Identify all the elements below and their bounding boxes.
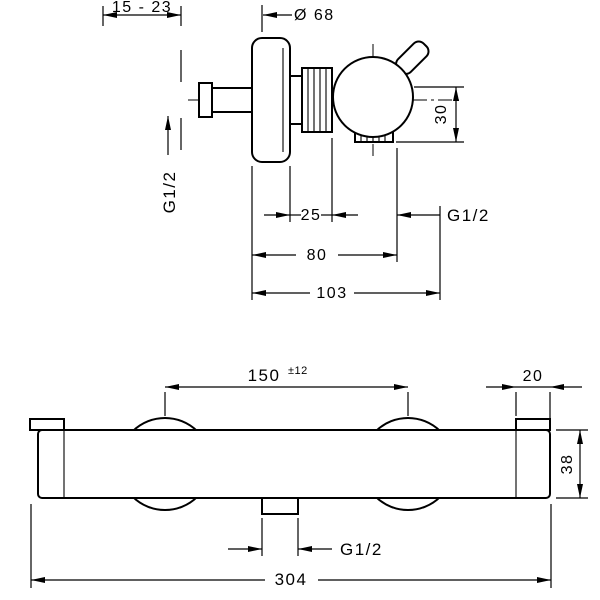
- dim-total-depth: 103: [252, 285, 440, 302]
- front-view-outlet: [261, 497, 299, 515]
- side-view: 15 - 23 Ø 68 30 G1/2: [102, 0, 490, 302]
- front-view-bar: [37, 429, 551, 499]
- dim-outlet-offset: 30: [396, 86, 464, 143]
- front-view-left-cap: [29, 418, 65, 431]
- dim-connection-tolerance-label: ±12: [288, 365, 308, 377]
- dim-bar-height-label: 38: [559, 454, 576, 475]
- side-view-inlet-pipe: [198, 82, 253, 118]
- front-view: 150 ±12 20 38 G1/2: [29, 365, 588, 589]
- side-view-valve-body: [332, 56, 414, 138]
- label-outlet-thread-side: G1/2: [397, 206, 490, 225]
- label-inlet-thread-text: G1/2: [160, 171, 179, 214]
- dim-escutcheon-diameter-label: Ø 68: [294, 7, 335, 24]
- dim-end-cap-width: 20: [486, 368, 582, 426]
- dim-wall-distance: 15 - 23: [102, 0, 182, 150]
- dim-total-depth-label: 103: [316, 285, 347, 302]
- side-view-union-nut: [289, 67, 333, 133]
- side-view-extension-lines: [251, 138, 441, 300]
- label-outlet-thread-front: G1/2: [228, 518, 383, 559]
- label-outlet-thread-side-text: G1/2: [447, 206, 490, 225]
- label-inlet-thread: G1/2: [160, 116, 179, 213]
- dim-escutcheon-diameter: Ø 68: [261, 5, 335, 32]
- dim-wall-to-outlet-label: 80: [307, 247, 328, 264]
- dim-outlet-offset-label: 30: [433, 104, 450, 125]
- side-view-escutcheon: [251, 37, 291, 163]
- dim-overall-width: 304: [30, 504, 552, 589]
- dim-wall-distance-label: 15 - 23: [112, 0, 172, 16]
- dim-end-cap-width-label: 20: [523, 368, 544, 385]
- dim-connection-distance-label: 150: [248, 366, 281, 385]
- front-view-right-cap: [515, 418, 551, 431]
- label-outlet-thread-front-text: G1/2: [340, 540, 383, 559]
- dim-connection-distance: 150 ±12: [164, 365, 409, 416]
- dim-overall-width-label: 304: [275, 570, 308, 589]
- dim-bar-height: 38: [556, 429, 588, 499]
- dim-wall-to-outlet: 80: [252, 247, 397, 264]
- dim-escutcheon-to-body: 25: [264, 207, 358, 224]
- dim-escutcheon-to-body-label: 25: [301, 207, 322, 224]
